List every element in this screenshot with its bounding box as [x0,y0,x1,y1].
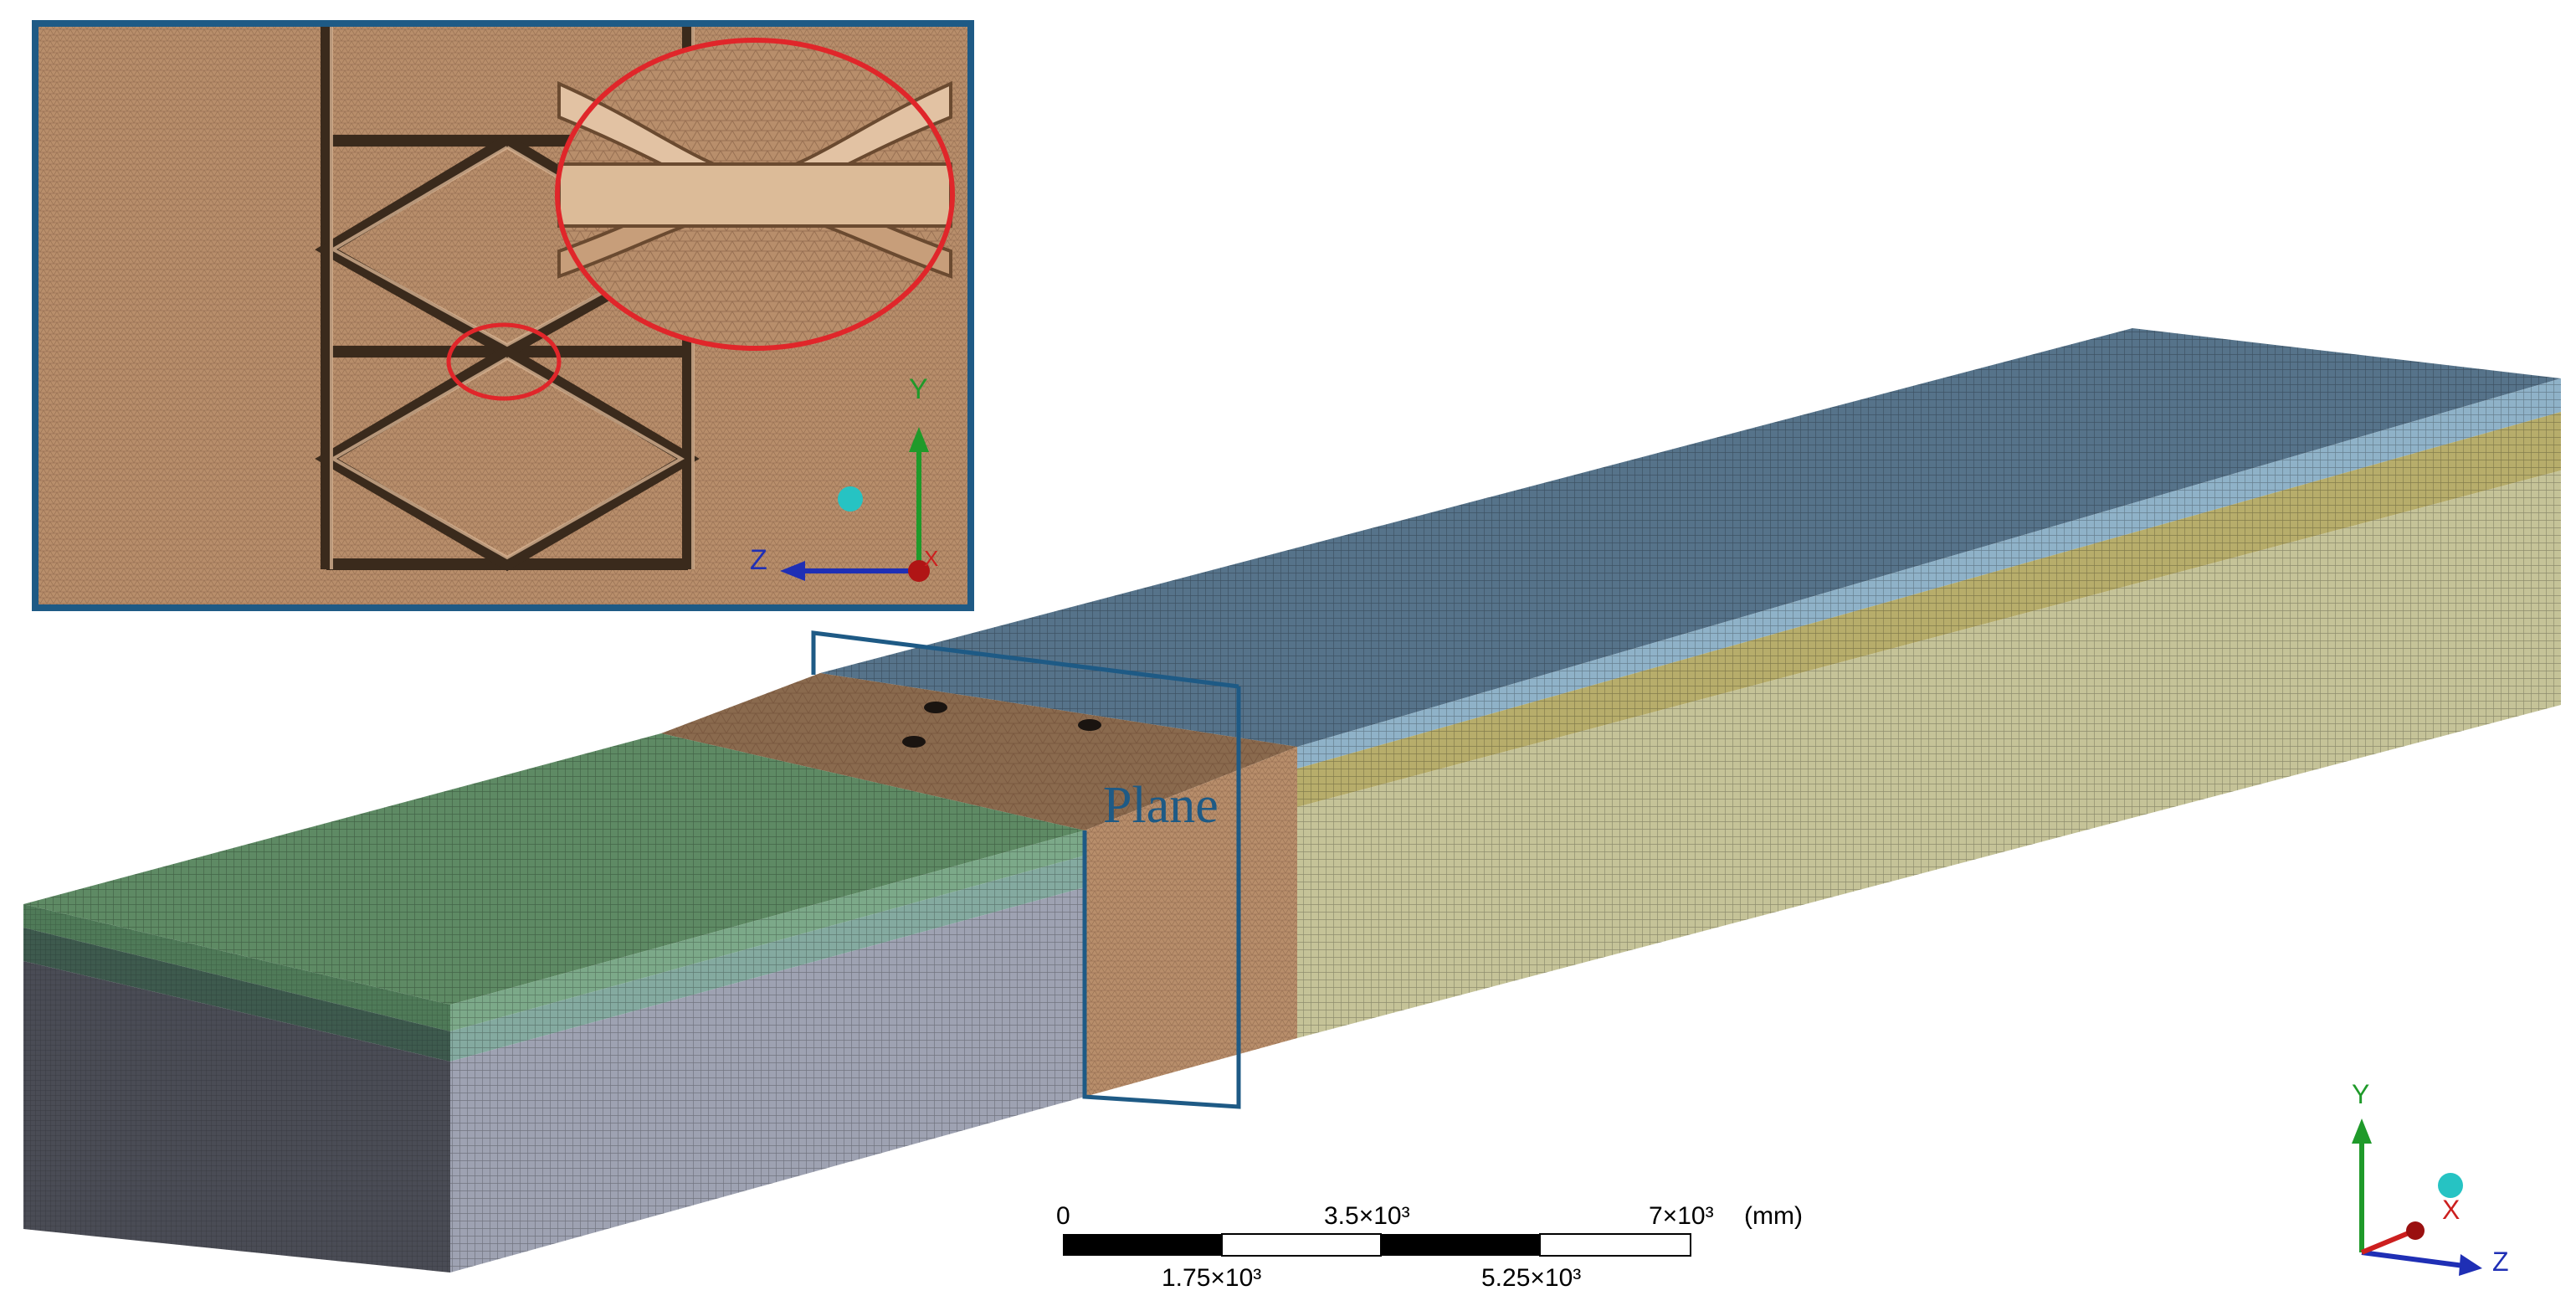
z-axis-label: Z [2492,1247,2509,1277]
inset-z-axis-label: Z [750,544,767,576]
callout-large-circle [555,38,955,351]
x-axis-label: X [2442,1195,2460,1225]
truss-structure [315,23,700,572]
scale-label-0: 0 [1056,1202,1070,1230]
axis-triad-inset: Y X Z [750,373,938,582]
left-block [23,733,1085,1273]
scale-label-1-75e3: 1.75×10³ [1162,1264,1261,1292]
view-sphere-icon [2438,1173,2463,1198]
plane-frame-back [811,630,1239,689]
z-axis-arrow [2361,1250,2465,1268]
scale-segment [1381,1234,1540,1256]
scale-segment [1221,1233,1382,1257]
right-block [820,328,2561,1038]
inset-x-axis-dot [908,560,930,582]
detail-inset: Y X Z [32,20,974,611]
callout-zoom [555,38,955,351]
inset-y-axis-label: Y [909,373,928,405]
inset-border [32,20,974,611]
plane-label: Plane [1103,777,1219,834]
x-axis-arrow [2360,1230,2412,1255]
scale-segment [1539,1233,1691,1257]
plane-frame-front [1082,686,1241,1109]
pile-hole [1078,719,1101,731]
y-axis-label: Y [2352,1079,2369,1109]
inset-view-sphere-icon [838,486,863,512]
scale-label-5-25e3: 5.25×10³ [1481,1264,1581,1292]
axis-triad-main: Y X Z [2352,1079,2509,1277]
plane: Plane [811,630,1241,1109]
scale-bar: 0 3.5×10³ 7×10³ (mm) 1.75×10³ 5.25×10³ [1056,1202,1803,1292]
x-axis-tip [2406,1221,2425,1240]
inset-x-axis-label: X [924,546,938,571]
scale-unit: (mm) [1744,1202,1803,1230]
scale-segment [1063,1234,1222,1256]
pile-hole [902,736,926,748]
scale-label-7e3: 7×10³ [1649,1202,1714,1230]
pile-hole [924,702,947,713]
soil-region [661,673,1297,1097]
scale-label-3-5e3: 3.5×10³ [1324,1202,1410,1230]
callout-small-circle [446,322,562,401]
